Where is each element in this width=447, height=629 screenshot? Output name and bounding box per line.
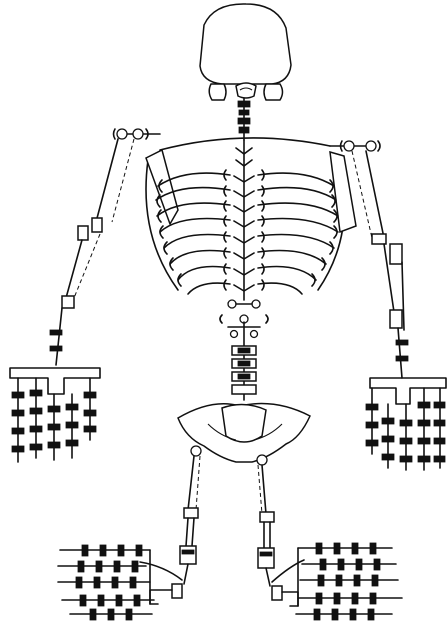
right-arm [352,151,446,470]
right-elbow-joint [372,234,386,244]
left-hand [10,368,100,462]
skull [200,4,291,100]
right-wrist-joint [390,310,402,328]
right-leg [258,465,402,620]
lumbar-spine [220,300,268,400]
left-leg [58,456,200,620]
left-arm [10,139,134,462]
left-foot [58,545,182,620]
right-hand [366,378,446,470]
left-ankle-joint [180,546,196,564]
cervical-spine [238,98,250,140]
left-knee-joint [184,508,198,518]
right-foot [272,543,402,620]
left-elbow-joint [92,218,102,232]
rib-joints-right [312,180,337,286]
pelvis [178,404,310,465]
right-ankle-joint [258,548,274,568]
left-wrist-joint [62,296,74,308]
right-knee-joint [260,512,274,522]
